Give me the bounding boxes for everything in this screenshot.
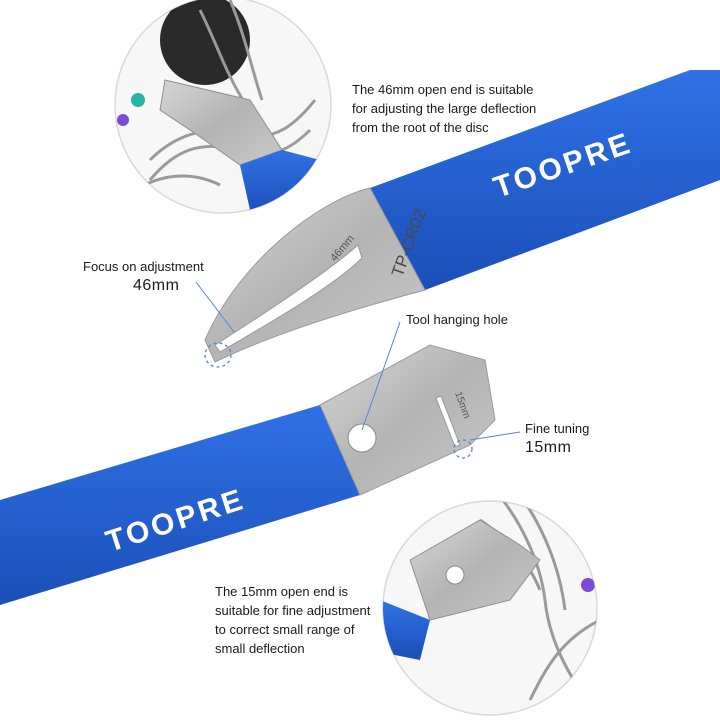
hanging-hole-leader-line [361,321,401,431]
focus-leader-line [195,281,235,333]
top-inset-photo [114,0,332,214]
hanging-hole [347,423,377,453]
focus-dashed-marker [204,342,232,368]
large-slot [214,244,363,353]
bottom-left-line-2: suitable for fine adjustment [215,603,371,618]
purple-bolt-icon [581,578,595,592]
brake-caliper-hub [160,0,250,85]
top-right-line-2: for adjusting the large deflection [352,101,537,116]
hanging-hole-callout: Tool hanging hole [406,312,508,327]
lower-steel-head [319,344,496,496]
bottom-left-line-1: The 15mm open end is [215,584,348,599]
small-slot [435,395,461,448]
upper-blue-handle [370,70,720,290]
focus-value: 46mm [133,277,180,294]
teal-bolt-icon [131,93,145,107]
fine-tuning-callout: Fine tuning 15mm [525,420,635,458]
focus-callout: Focus on adjustment 46mm [83,258,243,296]
purple-bolt-icon [117,114,129,126]
leader-lines [195,281,521,441]
lower-blue-handle [0,405,360,605]
bottom-left-line-3: to correct small range of [215,622,355,637]
fine-tuning-leader-line [469,431,521,441]
bottom-left-description: The 15mm open end is suitable for fine a… [215,582,415,658]
bottom-left-line-4: small deflection [215,641,305,656]
bottom-inset-hole [445,565,465,585]
top-right-line-3: from the root of the disc [352,120,489,135]
top-right-line-1: The 46mm open end is suitable [352,82,534,97]
fine-tuning-label: Fine tuning [525,421,590,436]
focus-label: Focus on adjustment [83,259,204,274]
bottom-inset-photo [382,500,598,716]
fine-tuning-dashed-marker [453,439,473,459]
top-right-description: The 46mm open end is suitable for adjust… [352,80,642,137]
fine-tuning-value: 15mm [525,439,572,456]
upper-tool: TOOPRE TP-CR02 46mm [204,70,720,368]
